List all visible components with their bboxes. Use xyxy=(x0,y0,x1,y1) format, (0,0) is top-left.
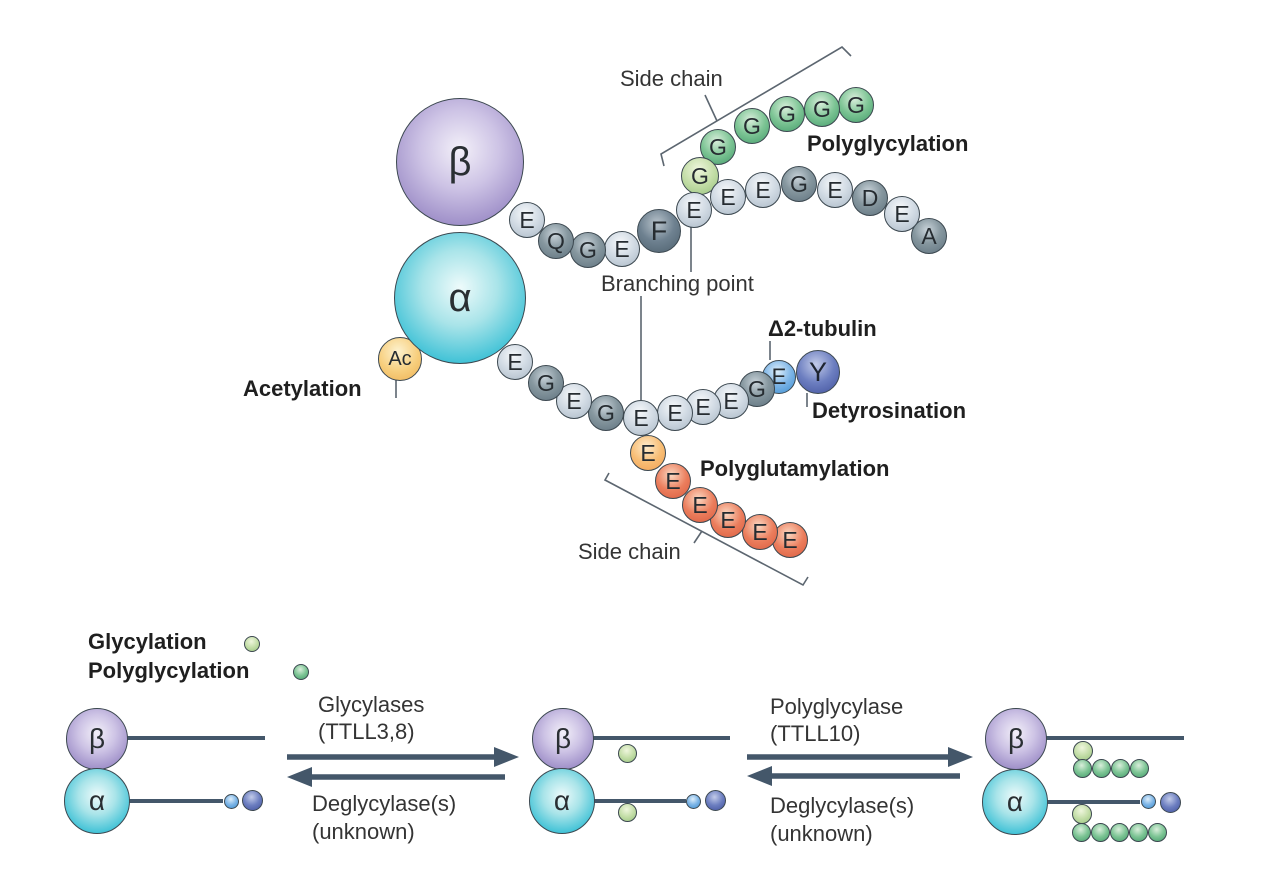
tyrosine-residue-dot xyxy=(1160,792,1181,813)
tyrosine-residue-dot xyxy=(705,790,726,811)
polyglutamylation-label: Polyglutamylation xyxy=(700,456,890,481)
glutamate-residue: E xyxy=(772,522,808,558)
polyglycyl-dot xyxy=(1111,759,1130,778)
legend-polyglycylation-label: Polyglycylation xyxy=(88,658,250,683)
residue-e: E xyxy=(817,172,853,208)
residue-a: A xyxy=(911,218,947,254)
residue-g: G xyxy=(781,166,817,202)
side-chain-bracket-bottom xyxy=(603,472,809,587)
polyglycyl-dot xyxy=(1072,823,1091,842)
side-chain-label-bottom: Side chain xyxy=(578,539,681,564)
delta2-residue-dot xyxy=(686,794,701,809)
side-chain-connector-bottom xyxy=(693,530,703,544)
glycine-dot xyxy=(618,803,637,822)
residue-q: Q xyxy=(538,223,574,259)
alpha-label: α xyxy=(1006,786,1024,817)
glycine-residue: G xyxy=(838,87,874,123)
beta-tubulin-ball: β xyxy=(66,708,128,770)
forward-arrow-head-1 xyxy=(494,747,519,767)
residue-e: E xyxy=(497,344,533,380)
delta2-residue-dot xyxy=(224,794,239,809)
glutamate-residue: E xyxy=(682,487,718,523)
delta2-residue-dot xyxy=(1141,794,1156,809)
glycine-residue: G xyxy=(769,96,805,132)
glycine-residue: G xyxy=(734,108,770,144)
residue-e: E xyxy=(884,196,920,232)
beta-tubulin-ball: β xyxy=(985,708,1047,770)
alpha-tubulin-ball: α xyxy=(529,768,595,834)
branch-residue-e: E xyxy=(623,400,659,436)
side-chain-label-top: Side chain xyxy=(620,66,723,91)
polyglycylation-swatch xyxy=(293,664,309,680)
residue-g: G xyxy=(570,232,606,268)
forward-enzyme-label-1: Glycylases xyxy=(318,692,425,717)
polyglycylation-label: Polyglycylation xyxy=(807,131,969,156)
reverse-enzyme-detail-2: (unknown) xyxy=(770,821,873,846)
residue-e: E xyxy=(604,231,640,267)
reverse-enzyme-label-1: Deglycylase(s) xyxy=(312,791,457,816)
glycine-dot xyxy=(618,744,637,763)
delta2-tubulin-label: Δ2-tubulin xyxy=(768,316,877,341)
reverse-enzyme-label-2: Deglycylase(s) xyxy=(770,793,915,818)
alpha-tubulin-ball: α xyxy=(64,768,130,834)
alpha-label: α xyxy=(88,785,106,816)
acetylation-label: Acetylation xyxy=(243,376,362,401)
polyglycyl-dot xyxy=(1073,759,1092,778)
branching-point-label: Branching point xyxy=(601,271,754,296)
forward-enzyme-detail-1: (TTLL3,8) xyxy=(318,719,415,744)
forward-enzyme-detail-2: (TTLL10) xyxy=(770,721,861,746)
beta-tubulin-ball: β xyxy=(396,98,524,226)
residue-g: G xyxy=(588,395,624,431)
residue-e: E xyxy=(710,179,746,215)
alpha-label: α xyxy=(448,275,472,320)
polyglycyl-dot xyxy=(1110,823,1129,842)
tyrosine-residue-dot xyxy=(242,790,263,811)
alpha-label: α xyxy=(553,785,571,816)
polyglycyl-dot xyxy=(1148,823,1167,842)
side-chain-bracket-top xyxy=(660,45,852,167)
glycine-dot xyxy=(1073,741,1093,761)
polyglycyl-dot xyxy=(1091,823,1110,842)
polyglycyl-dot xyxy=(1129,823,1148,842)
residue-e: E xyxy=(657,395,693,431)
legend-glycylation-label: Glycylation xyxy=(88,629,207,654)
beta-label: β xyxy=(448,139,472,184)
glycylation-swatch xyxy=(244,636,260,652)
reverse-enzyme-detail-1: (unknown) xyxy=(312,819,415,844)
glycine-dot xyxy=(1072,804,1092,824)
forward-arrow-head-2 xyxy=(948,747,973,767)
glutamate-residue: E xyxy=(710,502,746,538)
branch-residue-e: E xyxy=(676,192,712,228)
detyrosination-label: Detyrosination xyxy=(812,398,967,423)
beta-tubulin-ball: β xyxy=(532,708,594,770)
beta-label: β xyxy=(88,723,106,754)
side-chain-connector-top xyxy=(704,94,718,122)
residue-d: D xyxy=(852,180,888,216)
residue-e: E xyxy=(745,172,781,208)
glycine-residue: G xyxy=(804,91,840,127)
glutamate-residue: E xyxy=(742,514,778,550)
alpha-tubulin-ball: α xyxy=(394,232,526,364)
beta-label: β xyxy=(1007,723,1025,754)
branch-glutamate-residue: E xyxy=(630,435,666,471)
polyglycyl-dot xyxy=(1130,759,1149,778)
reverse-arrow-head-1 xyxy=(287,767,312,787)
beta-label: β xyxy=(554,723,572,754)
residue-e: E xyxy=(509,202,545,238)
residue-g: G xyxy=(528,365,564,401)
residue-f: F xyxy=(637,209,681,253)
polyglycyl-dot xyxy=(1092,759,1111,778)
reverse-arrow-head-2 xyxy=(747,766,772,786)
tyrosine-residue: Y xyxy=(796,350,840,394)
glycine-residue: G xyxy=(700,129,736,165)
forward-enzyme-label-2: Polyglycylase xyxy=(770,694,904,719)
glutamate-residue: E xyxy=(655,463,691,499)
alpha-tubulin-ball: α xyxy=(982,769,1048,835)
